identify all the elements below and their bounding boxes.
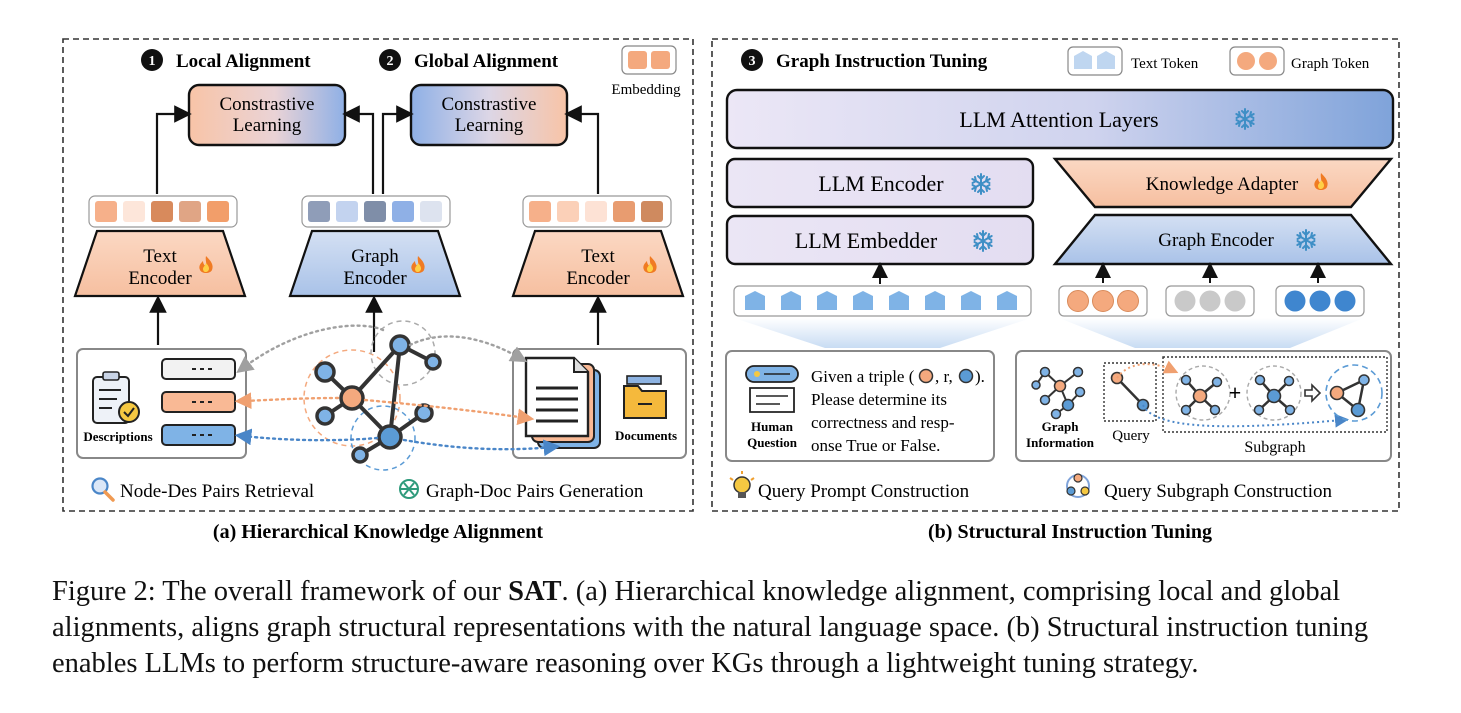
retrieval-label: Node-Des Pairs Retrieval xyxy=(120,481,314,502)
query-subgraph-label: Query Subgraph Construction xyxy=(1104,481,1332,502)
description-bar-orange xyxy=(161,391,236,413)
arrows-to-encoders xyxy=(149,295,607,352)
graph-encoder-a-line2: Encoder xyxy=(343,268,407,289)
generation-label: Graph-Doc Pairs Generation xyxy=(426,481,644,502)
text-token-legend-icon xyxy=(1067,46,1123,76)
question-line1: Given a triple ( xyxy=(811,367,915,386)
embedding-legend-label: Embedding xyxy=(611,82,681,98)
figure-caption: Figure 2: The overall framework of our S… xyxy=(52,574,1422,682)
graph-token-fan xyxy=(1059,318,1364,348)
magnifier-icon xyxy=(91,477,115,502)
question-line1-end: ). xyxy=(975,367,985,386)
text-token-fan xyxy=(734,318,1031,348)
cl-local-line2: Learning xyxy=(233,115,302,136)
text-token-legend-label: Text Token xyxy=(1131,56,1199,72)
subgraph-container xyxy=(1162,356,1388,433)
step2-badge: 2 xyxy=(379,49,401,71)
folder-icon xyxy=(623,375,667,419)
panel-b-caption: (b) Structural Instruction Tuning xyxy=(928,521,1212,543)
llm-encoder xyxy=(725,157,1035,209)
framework-diagram: 1 Local Alignment 2 Global Alignment Emb… xyxy=(62,38,1400,543)
text-embedding-right xyxy=(522,195,672,228)
question-line3: correctness and resp- xyxy=(811,413,955,432)
llm-encoder-label: LLM Encoder xyxy=(818,171,944,196)
token-arrows xyxy=(872,262,1326,284)
head-entity-node xyxy=(918,368,934,384)
graph-encoder-a-shape xyxy=(288,229,462,298)
plus-icon: + xyxy=(1229,380,1242,405)
question-line2: Please determine its xyxy=(811,390,947,409)
tail-entity-node xyxy=(958,368,974,384)
query-label: Query xyxy=(1112,428,1150,444)
subgraph-blue xyxy=(1246,365,1302,421)
text-encoder-right-shape xyxy=(511,229,685,298)
graph-embedding xyxy=(301,195,451,228)
text-encoder-right-line2: Encoder xyxy=(566,268,630,289)
svg-text:2: 2 xyxy=(387,54,394,69)
cl-local-line1: Constrastive xyxy=(220,94,315,115)
graph-encoder-b xyxy=(1052,213,1394,266)
knowledge-adapter-label: Knowledge Adapter xyxy=(1146,174,1299,195)
query-to-subgraph-links xyxy=(1116,360,1349,428)
human-question-line2: Question xyxy=(747,435,798,450)
text-encoder-right-line1: Text xyxy=(581,246,615,267)
query-prompt-label: Query Prompt Construction xyxy=(758,481,970,502)
subgraph-construction-icon xyxy=(1066,473,1090,498)
documents-stack-icon xyxy=(524,356,601,449)
arrows-to-contrastive xyxy=(155,105,600,194)
graph-encoder-b-label: Graph Encoder xyxy=(1158,230,1274,251)
question-line4: onse True or False. xyxy=(811,436,940,455)
lightbulb-icon xyxy=(729,471,755,498)
clipboard-check-icon xyxy=(92,371,140,424)
merged-subgraph xyxy=(1325,364,1383,422)
subgraph-orange xyxy=(1175,365,1231,421)
embedding-legend-icon xyxy=(621,45,677,75)
graph-tokens-blue xyxy=(1275,285,1365,317)
graph-tokens-orange xyxy=(1058,285,1148,317)
graph-encoder-a-line1: Graph xyxy=(351,246,399,267)
description-bar-blue xyxy=(161,424,236,446)
figure-caption-bold: SAT xyxy=(508,576,562,607)
graph-information-icon xyxy=(1031,366,1086,420)
step1-title: Local Alignment xyxy=(176,51,311,72)
alignment-links xyxy=(234,324,561,457)
question-line1-mid: , r, xyxy=(935,367,953,386)
text-embedding-left xyxy=(88,195,238,228)
graph-tokens-gray xyxy=(1165,285,1255,317)
step1-badge: 1 xyxy=(141,49,163,71)
cl-global-line2: Learning xyxy=(455,115,524,136)
step3-badge: 3 xyxy=(741,49,763,71)
step3-title: Graph Instruction Tuning xyxy=(776,51,988,72)
figure-caption-prefix: Figure 2: The overall framework of our xyxy=(52,576,509,607)
text-encoder-left-line2: Encoder xyxy=(128,268,192,289)
merge-arrow-icon xyxy=(1304,383,1322,403)
svg-text:1: 1 xyxy=(149,54,156,69)
text-encoder-left-shape xyxy=(73,229,247,298)
llm-attention-layers xyxy=(725,88,1395,150)
knowledge-adapter xyxy=(1052,157,1394,209)
graph-token-legend-label: Graph Token xyxy=(1291,56,1370,72)
figure-caption-suffix: . (a) Hierarchical knowledge alignment, … xyxy=(52,576,1369,679)
human-question-line1: Human xyxy=(751,419,794,434)
description-bar-gray xyxy=(161,358,236,380)
knowledge-graph-icon xyxy=(303,320,442,471)
subgraph-label: Subgraph xyxy=(1244,439,1305,456)
llm-embedder-label: LLM Embedder xyxy=(795,228,938,253)
human-question-icon xyxy=(745,365,799,413)
panel-b-border xyxy=(711,38,1400,512)
cl-global-line1: Constrastive xyxy=(442,94,537,115)
panel-a-caption: (a) Hierarchical Knowledge Alignment xyxy=(213,521,543,543)
panel-a-border xyxy=(62,38,694,512)
documents-label: Documents xyxy=(615,428,677,443)
svg-text:3: 3 xyxy=(749,54,756,69)
step2-title: Global Alignment xyxy=(414,51,559,72)
llm-attention-label: LLM Attention Layers xyxy=(959,107,1158,132)
graph-information-line2: Information xyxy=(1026,435,1095,450)
text-tokens-row xyxy=(733,285,1032,317)
graph-information-line1: Graph xyxy=(1042,419,1080,434)
text-encoder-left-line1: Text xyxy=(143,246,177,267)
openai-icon xyxy=(399,479,419,499)
descriptions-label: Descriptions xyxy=(83,429,152,444)
graph-token-legend-icon xyxy=(1229,46,1285,76)
